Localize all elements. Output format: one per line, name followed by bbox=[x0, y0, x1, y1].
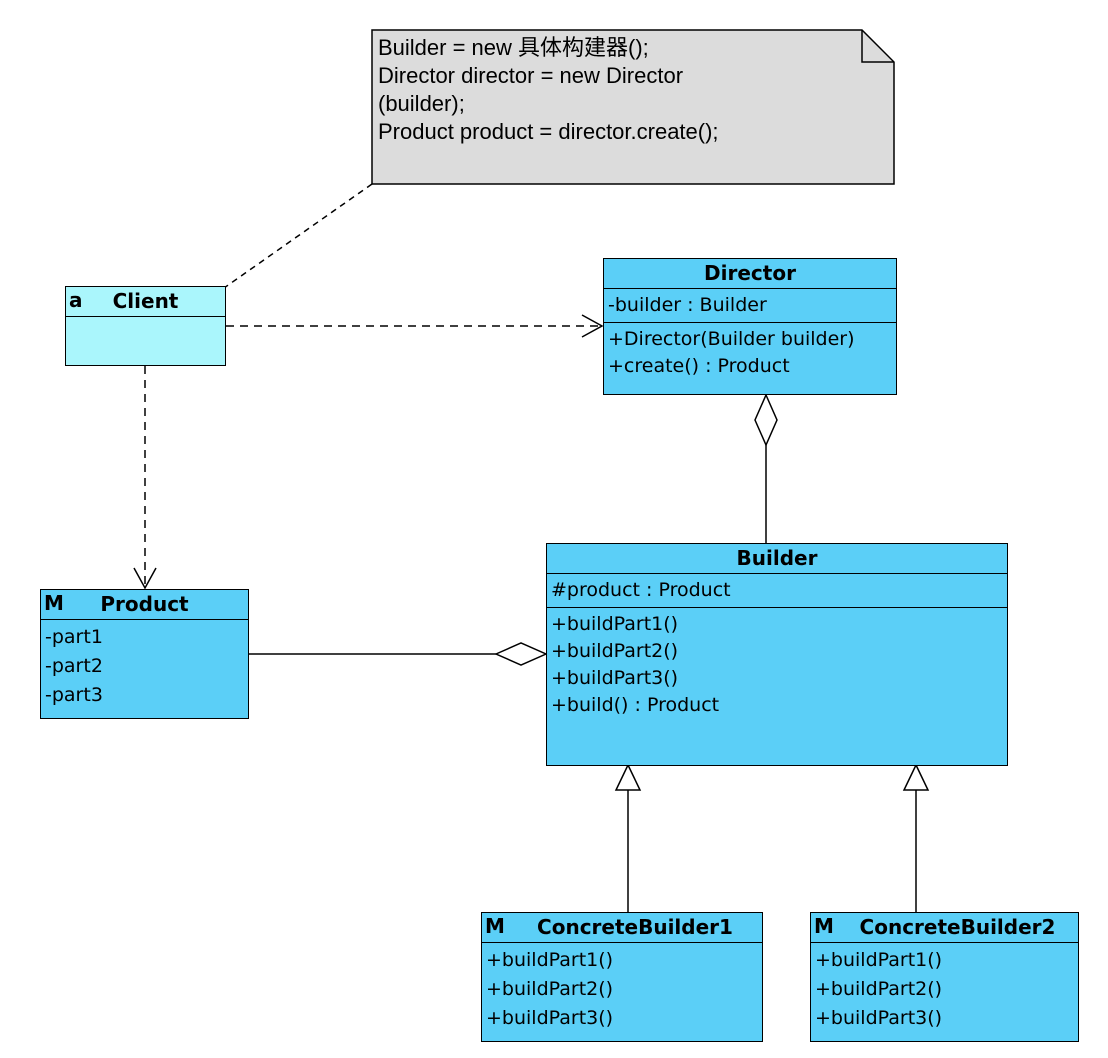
class-client-header: a Client bbox=[66, 287, 225, 317]
note-line: (builder); bbox=[378, 91, 465, 116]
dependency-arrowhead-director bbox=[581, 314, 604, 338]
attribute: -builder : Builder bbox=[608, 294, 767, 316]
note-anchor-line bbox=[223, 183, 373, 289]
attributes-section: #product : Product bbox=[547, 574, 1007, 608]
note-line: Director director = new Director bbox=[378, 63, 684, 88]
model-icon: M bbox=[485, 914, 505, 938]
operations-section: +Director(Builder builder) +create() : P… bbox=[604, 323, 896, 383]
class-builder-header: Builder bbox=[547, 544, 1007, 574]
operation: +buildPart1() bbox=[815, 949, 943, 971]
class-name: Client bbox=[112, 289, 179, 313]
class-name: ConcreteBuilder2 bbox=[859, 915, 1056, 939]
operation: +buildPart1() bbox=[486, 949, 614, 971]
aggregation-diamond-director bbox=[754, 393, 778, 447]
operation: +Director(Builder builder) bbox=[608, 328, 855, 350]
class-builder[interactable]: Builder #product : Product +buildPart1()… bbox=[546, 543, 1008, 766]
operation: +buildPart2() bbox=[815, 978, 943, 1000]
note-text: Builder = new 具体构建器(); Director director… bbox=[378, 34, 719, 146]
class-name: Product bbox=[100, 592, 189, 616]
operation: +buildPart2() bbox=[551, 640, 679, 662]
note-line: Product product = director.create(); bbox=[378, 119, 719, 144]
aggregation-diamond-builder bbox=[494, 642, 548, 666]
operation: +create() : Product bbox=[608, 355, 790, 377]
operations-section: +buildPart1() +buildPart2() +buildPart3(… bbox=[482, 943, 762, 1036]
operation: +buildPart1() bbox=[551, 613, 679, 635]
class-director[interactable]: Director -builder : Builder +Director(Bu… bbox=[603, 258, 897, 395]
code-note: Builder = new 具体构建器(); Director director… bbox=[372, 30, 894, 184]
operation: +buildPart3() bbox=[551, 667, 679, 689]
class-name: ConcreteBuilder1 bbox=[537, 915, 733, 939]
class-director-header: Director bbox=[604, 259, 896, 289]
operation: +build() : Product bbox=[551, 694, 720, 716]
attributes-section: -builder : Builder bbox=[604, 289, 896, 323]
class-product[interactable]: M Product -part1 -part2 -part3 bbox=[40, 589, 249, 719]
class-concrete-builder-1-header: M ConcreteBuilder1 bbox=[482, 913, 762, 943]
operation: +buildPart3() bbox=[486, 1007, 614, 1029]
model-icon: M bbox=[44, 591, 64, 615]
operations-section: +buildPart1() +buildPart2() +buildPart3(… bbox=[811, 943, 1078, 1036]
class-concrete-builder-2[interactable]: M ConcreteBuilder2 +buildPart1() +buildP… bbox=[810, 912, 1079, 1042]
attributes-section: -part1 -part2 -part3 bbox=[41, 620, 248, 713]
operations-section: +buildPart1() +buildPart2() +buildPart3(… bbox=[547, 608, 1007, 722]
attribute: -part1 bbox=[45, 626, 103, 648]
class-concrete-builder-1[interactable]: M ConcreteBuilder1 +buildPart1() +buildP… bbox=[481, 912, 763, 1042]
note-shape bbox=[371, 29, 895, 185]
class-product-header: M Product bbox=[41, 590, 248, 620]
class-concrete-builder-2-header: M ConcreteBuilder2 bbox=[811, 913, 1078, 943]
operation: +buildPart2() bbox=[486, 978, 614, 1000]
class-client[interactable]: a Client bbox=[65, 286, 226, 366]
note-line: Builder = new 具体构建器(); bbox=[378, 35, 649, 60]
attribute: -part3 bbox=[45, 684, 103, 706]
model-icon: M bbox=[814, 914, 834, 938]
attribute: -part2 bbox=[45, 655, 103, 677]
attribute: #product : Product bbox=[551, 579, 731, 601]
class-name: Director bbox=[704, 261, 796, 285]
generalization-arrowhead-2 bbox=[902, 763, 930, 791]
actor-icon: a bbox=[69, 288, 83, 312]
generalization-arrowhead-1 bbox=[614, 763, 642, 791]
note-fold bbox=[861, 30, 894, 63]
class-name: Builder bbox=[736, 546, 818, 570]
dependency-arrowhead-product bbox=[133, 567, 157, 590]
operation: +buildPart3() bbox=[815, 1007, 943, 1029]
